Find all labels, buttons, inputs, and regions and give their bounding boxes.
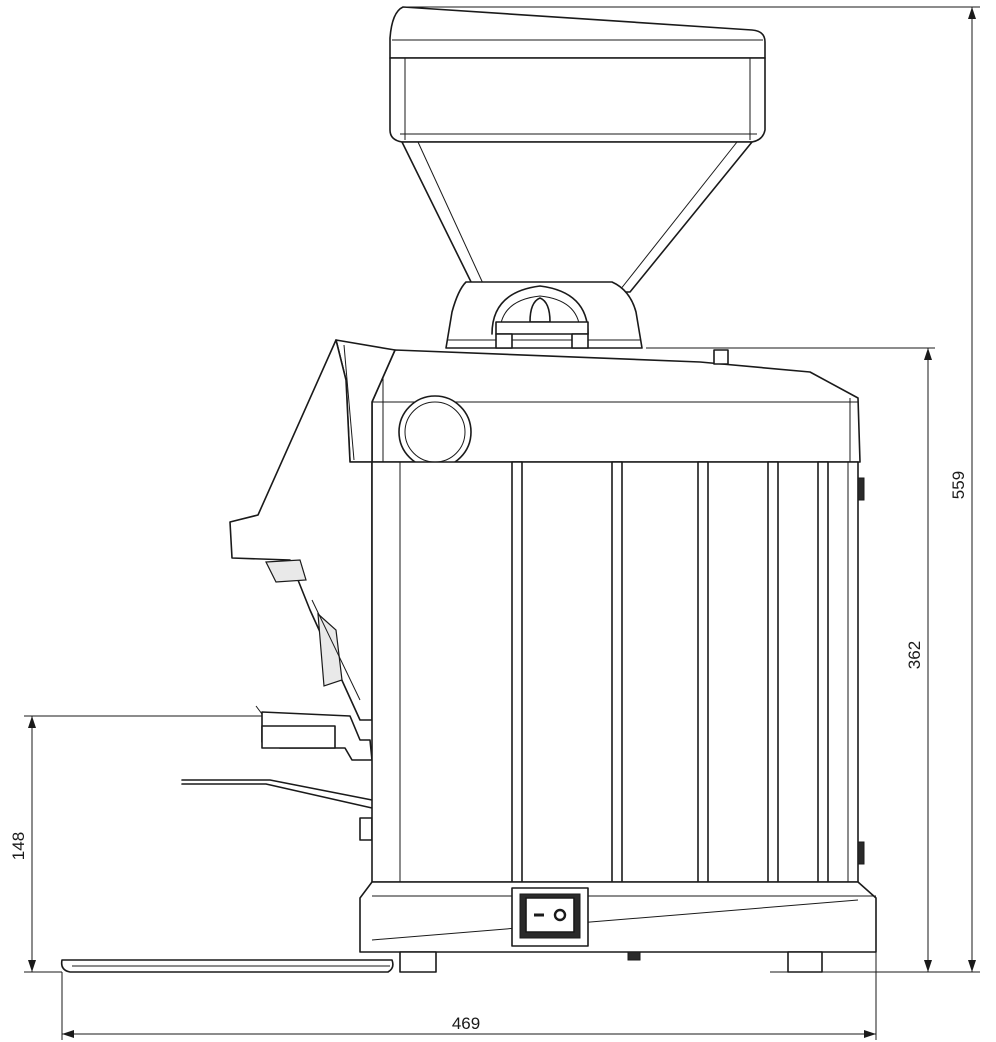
dimension-label-overall-height: 559 [949,471,968,499]
grind-adjust-knob [398,395,472,469]
bean-hopper [389,6,766,293]
motor-body [371,461,865,883]
body-top-cover [371,349,861,469]
burr-housing [445,281,643,349]
hopper-lid [389,6,766,59]
dimension-lines [24,6,980,1040]
dimension-label-spout-height: 148 [9,832,28,860]
grinder-base [359,881,877,973]
dimension-label-body-height: 362 [905,641,924,669]
power-switch [511,887,589,947]
dimension-label-overall-width: 469 [452,1014,480,1033]
front-spout-assembly [181,339,396,841]
